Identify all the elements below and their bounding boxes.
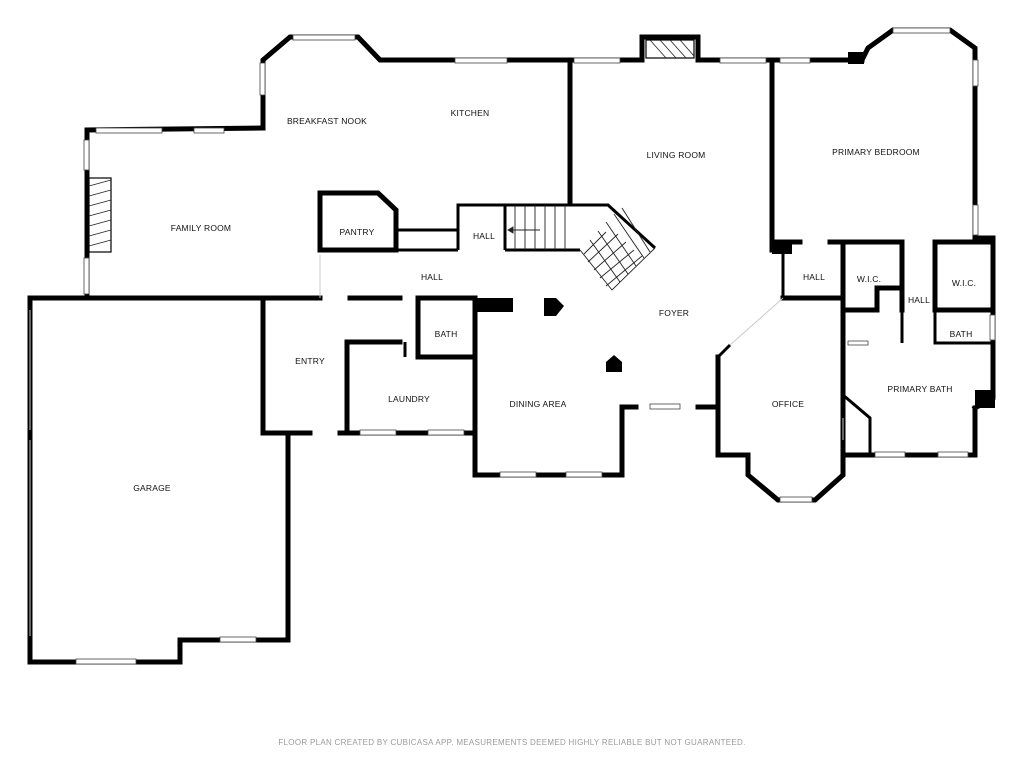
bath-small-wall <box>415 295 478 360</box>
window <box>359 429 397 436</box>
family-room-fireplace <box>88 177 112 253</box>
window <box>83 257 90 295</box>
window <box>193 127 225 134</box>
window <box>779 496 813 503</box>
living-room-top-wall <box>567 34 865 63</box>
garage-wall <box>27 295 291 665</box>
family-room-top-wall <box>84 125 266 301</box>
window <box>892 27 951 34</box>
label-primary-bath: PRIMARY BATH <box>887 384 952 394</box>
windows <box>75 27 996 665</box>
label-laundry: LAUNDRY <box>388 394 430 404</box>
wic-left-wall <box>840 239 903 313</box>
window <box>779 57 811 64</box>
office-corner <box>716 343 732 359</box>
window <box>989 314 996 341</box>
openings <box>29 255 844 636</box>
bath-right-wall <box>933 310 993 345</box>
stairs-hall-wall <box>456 203 507 250</box>
window <box>573 57 621 64</box>
window <box>972 204 979 236</box>
window <box>649 403 681 410</box>
bay-corner-pier <box>848 52 864 64</box>
walls <box>27 27 996 665</box>
bath-wall-pier <box>975 390 995 408</box>
nook-bay-wall <box>260 34 573 131</box>
label-office: OFFICE <box>772 399 804 409</box>
window <box>719 57 767 64</box>
office-wall <box>715 354 846 503</box>
fireplace-hatch <box>88 179 112 247</box>
window <box>937 451 969 458</box>
label-kitchen: KITCHEN <box>451 108 490 118</box>
label-primary-bedroom: PRIMARY BEDROOM <box>832 147 920 157</box>
staircase <box>507 205 656 291</box>
window <box>499 471 537 478</box>
primary-bedroom-bay-wall <box>858 27 996 412</box>
label-dining-area: DINING AREA <box>510 399 567 409</box>
foyer-column-1 <box>544 298 564 316</box>
label-hall-main: HALL <box>421 272 443 282</box>
primary-bath-bottom <box>840 405 978 458</box>
pantry-wall <box>317 190 399 253</box>
window <box>874 451 906 458</box>
window <box>95 127 163 134</box>
label-bath-primary-small: BATH <box>950 329 973 339</box>
label-breakfast-nook: BREAKFAST NOOK <box>287 116 367 126</box>
bedroom-wall-pier <box>772 240 792 254</box>
label-bath-small: BATH <box>435 329 458 339</box>
window <box>972 59 979 87</box>
chimney-hatch <box>649 39 695 59</box>
dining-wall <box>472 295 639 478</box>
solid-elements <box>476 52 995 408</box>
window <box>454 57 508 64</box>
window <box>75 658 137 665</box>
label-family-room: FAMILY ROOM <box>171 223 231 233</box>
laundry-wall <box>344 339 403 436</box>
label-hall-wic: HALL <box>908 295 930 305</box>
fireplaces <box>88 39 695 253</box>
label-hall-stairs: HALL <box>473 231 495 241</box>
disclaimer-text: FLOOR PLAN CREATED BY CUBICASA APP. MEAS… <box>278 738 745 747</box>
label-pantry: PANTRY <box>340 227 375 237</box>
foyer-column-2 <box>606 355 622 372</box>
label-hall-right: HALL <box>803 272 825 282</box>
window <box>219 636 257 643</box>
window <box>565 471 603 478</box>
wic-right-wall <box>932 239 996 313</box>
window <box>83 139 90 171</box>
primary-bath-angle <box>842 393 872 455</box>
window <box>292 34 356 41</box>
label-wic-left: W.I.C. <box>857 274 881 284</box>
room-labels: BREAKFAST NOOK KITCHEN LIVING ROOM PRIMA… <box>133 108 976 493</box>
window <box>427 429 465 436</box>
window <box>847 340 869 346</box>
label-garage: GARAGE <box>133 483 171 493</box>
label-wic-right: W.I.C. <box>952 278 976 288</box>
dining-column <box>476 298 513 312</box>
living-room-fireplace <box>645 39 695 59</box>
label-entry: ENTRY <box>295 356 325 366</box>
stairs-top-wall <box>505 203 657 250</box>
label-foyer: FOYER <box>659 308 689 318</box>
label-living-room: LIVING ROOM <box>647 150 706 160</box>
office-opening <box>729 297 784 346</box>
window <box>259 62 266 96</box>
